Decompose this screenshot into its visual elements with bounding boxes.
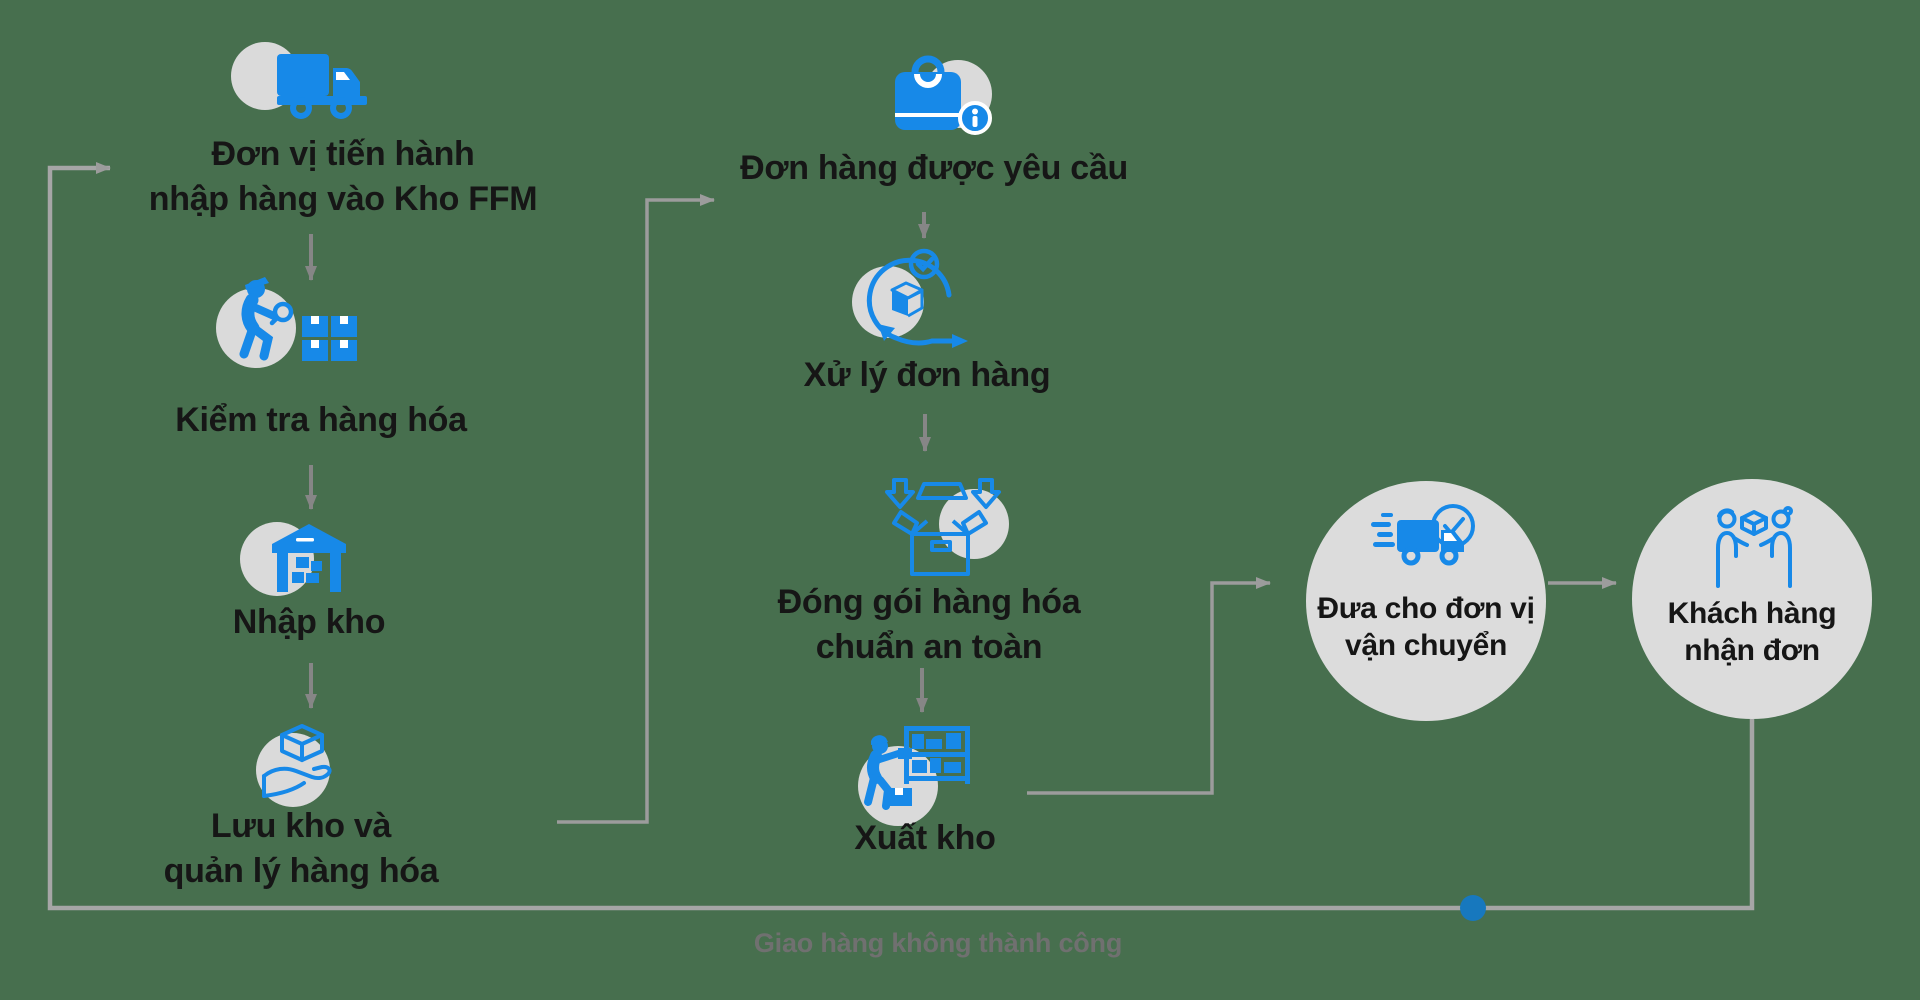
label-line: Đơn hàng được yêu cầu <box>740 149 1128 187</box>
label-check-goods: Kiểm tra hàng hóa <box>121 398 521 443</box>
packing-box-icon <box>882 478 1010 578</box>
truck-icon <box>277 50 369 120</box>
label-line: vận chuyển <box>1344 629 1508 662</box>
label-order-requested: Đơn hàng được yêu cầu <box>714 146 1154 191</box>
warehouse-icon <box>272 524 346 592</box>
failed-delivery-label: Giao hàng không thành công <box>753 928 1123 958</box>
connector-failed-delivery-loop <box>47 162 1755 911</box>
label-import-ffm: Đơn vị tiến hành nhập hàng vào Kho FFM <box>123 132 563 222</box>
label-line: Đưa cho đơn vị <box>1317 592 1535 625</box>
label-carrier: Đưa cho đơn vị vận chuyển <box>1306 590 1546 664</box>
label-line: Nhập kho <box>232 603 386 641</box>
label-process-order: Xử lý đơn hàng <box>727 353 1127 398</box>
label-outbound: Xuất kho <box>725 816 1125 861</box>
label-storage: Lưu kho và quản lý hàng hóa <box>101 804 501 894</box>
picking-shelf-icon <box>854 726 974 810</box>
label-line: Kiểm tra hàng hóa <box>175 401 467 439</box>
label-packing: Đóng gói hàng hóa chuẩn an toàn <box>729 580 1129 670</box>
handoff-icon <box>1710 502 1798 590</box>
label-customer: Khách hàng nhận đơn <box>1632 595 1872 669</box>
label-line: Lưu kho và <box>210 807 392 845</box>
fast-delivery-icon <box>1371 504 1483 582</box>
order-processing-icon <box>850 248 980 352</box>
customer-circle <box>1632 479 1872 719</box>
label-inbound: Nhập kho <box>109 600 509 645</box>
loop-dot <box>1460 895 1486 921</box>
label-line: Xử lý đơn hàng <box>803 356 1051 394</box>
label-line: nhập hàng vào Kho FFM <box>148 180 538 218</box>
hand-box-icon <box>256 724 348 804</box>
connector-outbound-to-carrier <box>1027 577 1271 795</box>
label-line: Khách hàng <box>1667 597 1837 630</box>
label-line: quản lý hàng hóa <box>163 852 439 890</box>
icon-bubble <box>852 266 924 338</box>
label-line: Đơn vị tiến hành <box>211 135 475 173</box>
inspect-goods-icon <box>220 276 360 362</box>
connector-storage-to-order <box>557 194 715 824</box>
label-line: Xuất kho <box>854 819 996 857</box>
order-bag-icon <box>893 54 993 136</box>
label-line: chuẩn an toàn <box>815 628 1043 666</box>
label-line: nhận đơn <box>1684 634 1820 667</box>
label-line: Đóng gói hàng hóa <box>777 583 1081 621</box>
